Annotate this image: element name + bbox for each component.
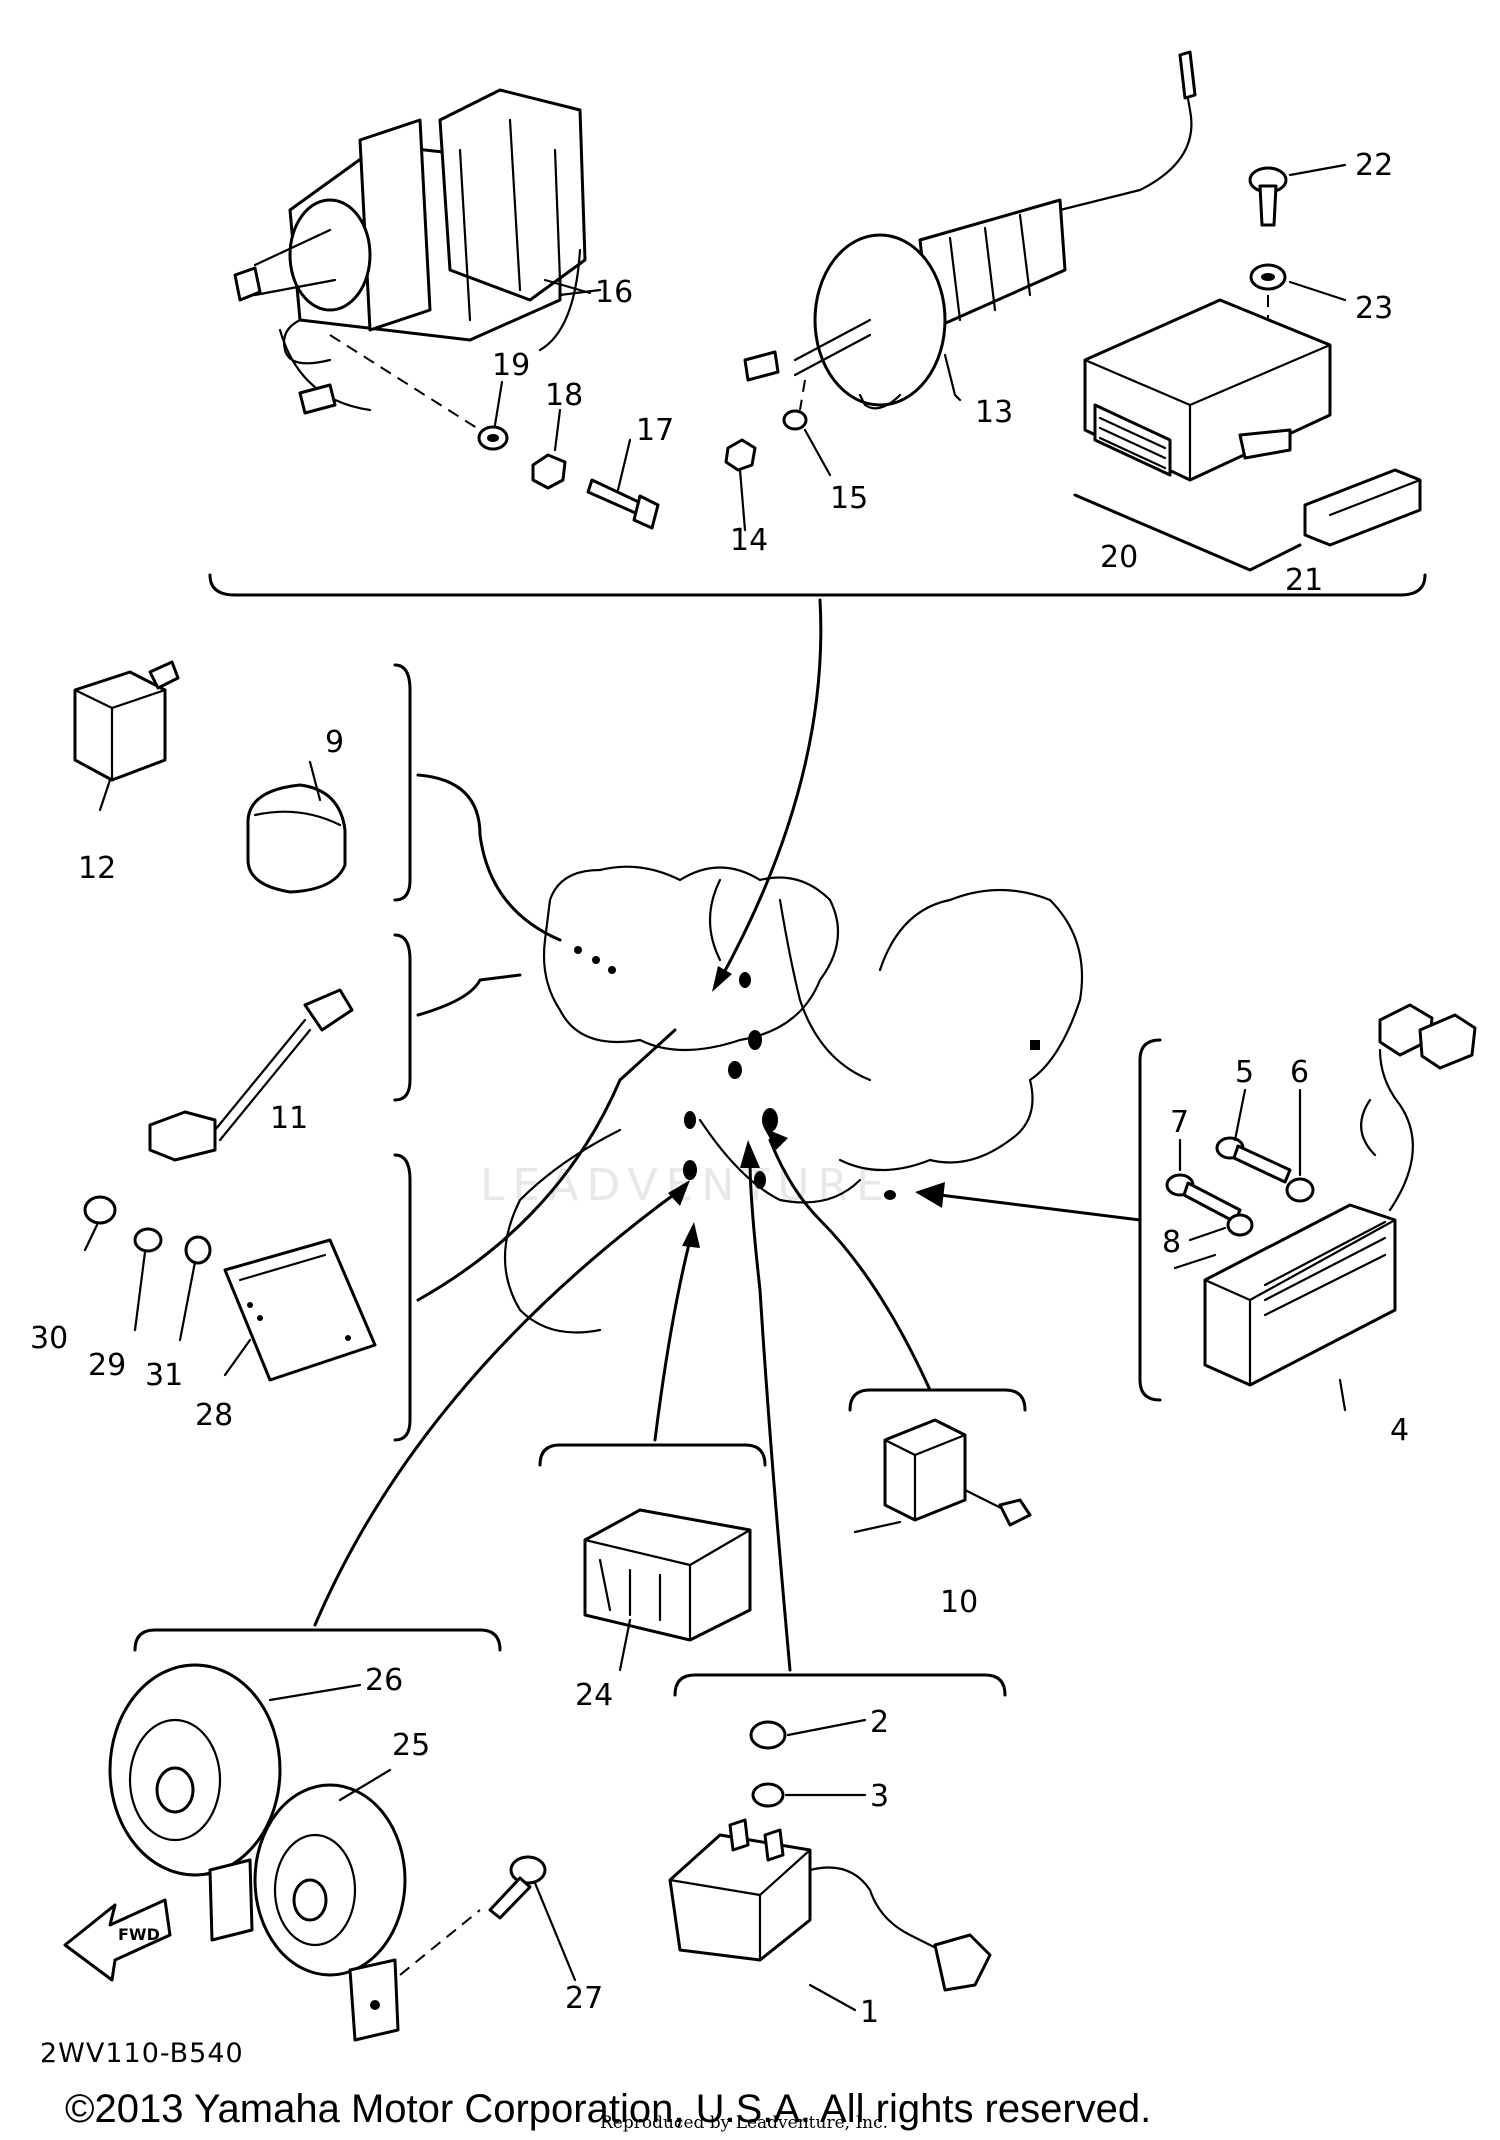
relay-10 — [883, 1418, 1032, 1527]
bolt-27 — [488, 1855, 547, 1920]
horn-25 — [253, 1783, 407, 2042]
washer-6 — [1285, 1177, 1315, 1203]
callout-31: 31 — [145, 1358, 183, 1393]
callout-3: 3 — [870, 1779, 889, 1814]
grommet-31 — [184, 1235, 212, 1265]
nut-18 — [531, 453, 567, 490]
callout-labels: 1 2 3 4 5 6 7 8 9 10 11 12 13 14 15 16 1… — [30, 148, 1409, 2030]
washer-29 — [133, 1227, 163, 1253]
callout-26: 26 — [365, 1663, 403, 1698]
bolt-17 — [586, 478, 660, 530]
callout-15: 15 — [830, 481, 868, 516]
callout-10: 10 — [940, 1585, 978, 1620]
relay-24-bracket — [538, 1443, 767, 1467]
catalog-code: 2WV110-B540 — [40, 2038, 244, 2069]
relay-24 — [583, 1508, 752, 1642]
washer-3 — [751, 1782, 785, 1808]
callout-24: 24 — [575, 1678, 613, 1713]
flasher-9 — [246, 783, 347, 894]
copyright-text: ©2013 Yamaha Motor Corporation, U.S.A. A… — [65, 2087, 1151, 2131]
leader-lines — [83, 163, 1347, 2012]
callout-19: 19 — [492, 348, 530, 383]
servo-motor-16 — [233, 88, 602, 415]
horn-26 — [108, 1663, 282, 1942]
callout-29: 29 — [88, 1348, 126, 1383]
right-group-bracket — [1138, 1038, 1162, 1402]
cap-30 — [83, 1195, 117, 1225]
cover-28 — [223, 1238, 377, 1382]
relay-12 — [73, 660, 180, 812]
starter-relay-1 — [668, 1818, 992, 1992]
bolt-7 — [1165, 1173, 1242, 1224]
svg-text:FWD: FWD — [118, 1925, 160, 1944]
callout-28: 28 — [195, 1398, 233, 1433]
bolt-5 — [1215, 1136, 1292, 1184]
washer-8 — [1226, 1213, 1254, 1237]
callout-14: 14 — [730, 523, 768, 558]
callout-22: 22 — [1355, 148, 1393, 183]
callout-1: 1 — [860, 1995, 879, 2030]
callout-23: 23 — [1355, 291, 1393, 326]
callout-12: 12 — [78, 851, 116, 886]
rectifier-4 — [1173, 1003, 1477, 1387]
callout-8: 8 — [1162, 1225, 1181, 1260]
washer-23 — [1249, 263, 1287, 291]
engine-outline — [504, 865, 1084, 1334]
actuator-13 — [743, 50, 1197, 410]
callout-30: 30 — [30, 1321, 68, 1356]
callout-9: 9 — [325, 725, 344, 760]
washer-19 — [477, 425, 509, 451]
callout-18: 18 — [545, 378, 583, 413]
horn-bracket — [133, 1628, 502, 1652]
callout-5: 5 — [1235, 1055, 1254, 1090]
callout-11: 11 — [270, 1101, 308, 1136]
callout-13: 13 — [975, 395, 1013, 430]
callout-21: 21 — [1285, 563, 1323, 598]
callout-20: 20 — [1100, 540, 1138, 575]
washer-15 — [782, 409, 808, 431]
callout-4: 4 — [1390, 1413, 1409, 1448]
callout-17: 17 — [636, 413, 674, 448]
starter-relay-bracket — [673, 1673, 1007, 1697]
control-unit-20 — [1083, 298, 1332, 482]
callout-16: 16 — [595, 275, 633, 310]
callout-7: 7 — [1170, 1105, 1189, 1140]
sensor-11 — [148, 988, 354, 1162]
callout-2: 2 — [870, 1705, 889, 1740]
nut-14 — [724, 438, 757, 472]
pad-21 — [1303, 468, 1422, 547]
nut-2 — [749, 1720, 787, 1750]
screw-22 — [1248, 166, 1288, 227]
front-arrow-icon: FWD — [63, 1898, 172, 1982]
callout-27: 27 — [565, 1981, 603, 2016]
top-group-bracket — [208, 573, 1427, 597]
relay-10-bracket — [848, 1388, 1027, 1412]
callout-6: 6 — [1290, 1055, 1309, 1090]
connector-dots — [574, 946, 1040, 1200]
callout-25: 25 — [392, 1728, 430, 1763]
credit-text: Reproduced by Leadventure, Inc. — [600, 2113, 888, 2133]
